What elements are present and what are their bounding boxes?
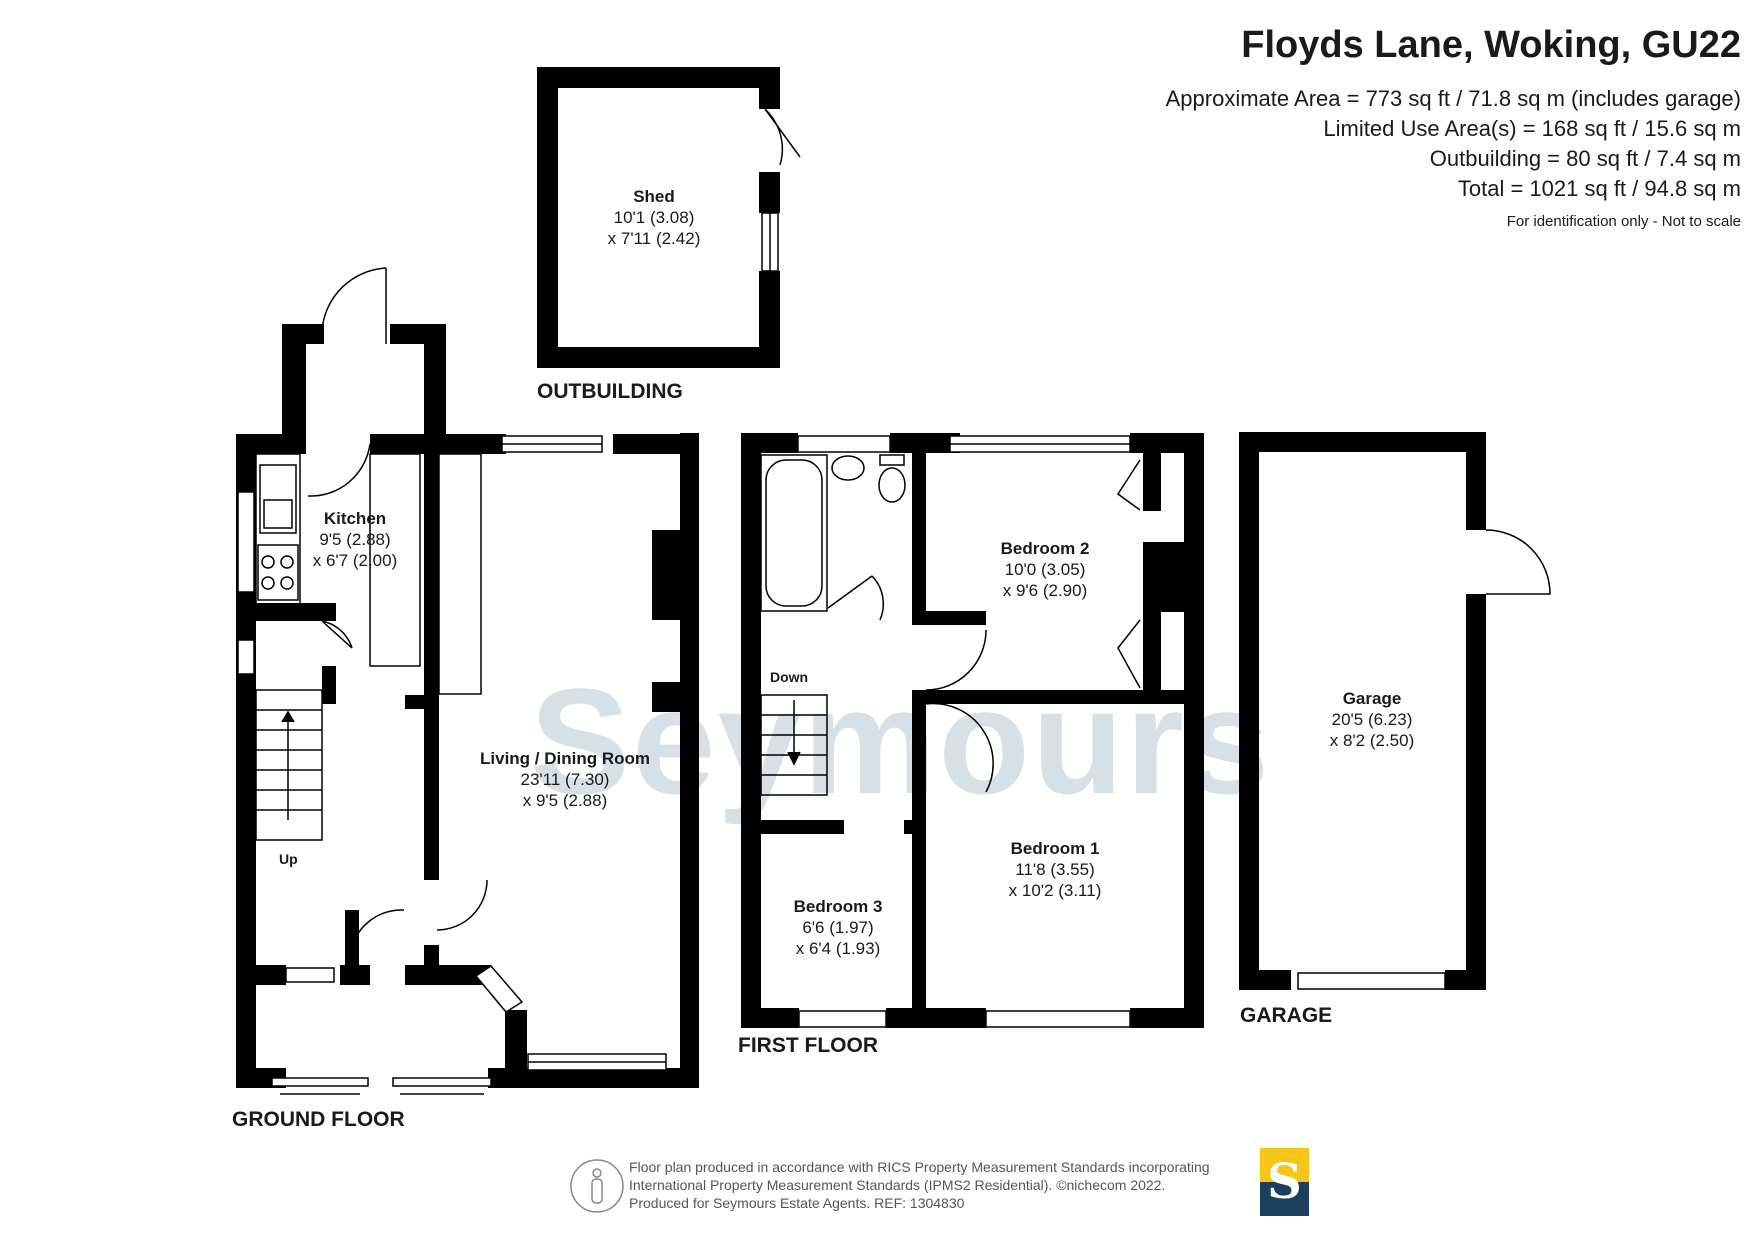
area-outbuilding: Outbuilding = 80 sq ft / 7.4 sq m: [1429, 146, 1741, 171]
room-bedroom-2: Bedroom 2 10'0 (3.05) x 9'6 (2.90): [1001, 538, 1090, 601]
floor-label-first: FIRST FLOOR: [738, 1034, 878, 1057]
floor-label-garage: GARAGE: [1240, 1004, 1333, 1027]
room-dim: 11'8 (3.55): [1015, 860, 1095, 879]
floor-label-outbuilding: OUTBUILDING: [537, 380, 683, 403]
room-dim: 6'6 (1.97): [802, 918, 874, 937]
logo-letter: S: [1267, 1154, 1302, 1210]
stairs-down-label: Down: [770, 669, 809, 685]
area-total: Total = 1021 sq ft / 94.8 sq m: [1457, 176, 1741, 201]
fixtures: [237, 108, 1551, 1095]
room-bedroom-3: Bedroom 3 6'6 (1.97) x 6'4 (1.93): [794, 896, 883, 959]
room-dim: x 8'2 (2.50): [1329, 731, 1415, 750]
footer-line: Floor plan produced in accordance with R…: [629, 1159, 1210, 1175]
property-title: Floyds Lane, Woking, GU22: [1241, 24, 1741, 66]
room-dim: 20'5 (6.23): [1331, 710, 1413, 729]
room-dim: x 9'5 (2.88): [522, 791, 608, 810]
footer-line: Produced for Seymours Estate Agents. REF…: [629, 1195, 965, 1211]
scale-note: For identification only - Not to scale: [1506, 213, 1741, 230]
room-name: Bedroom 1: [1010, 839, 1100, 858]
room-dim: 10'0 (3.05): [1004, 560, 1086, 579]
floor-label-ground: GROUND FLOOR: [232, 1108, 405, 1131]
room-dim: 23'11 (7.30): [520, 770, 610, 789]
room-name: Living / Dining Room: [480, 749, 650, 768]
room-dim: x 7'11 (2.42): [607, 229, 701, 248]
room-name: Bedroom 3: [793, 897, 883, 916]
room-bedroom-1: Bedroom 1 11'8 (3.55) x 10'2 (3.11): [1009, 838, 1102, 901]
room-garage: Garage 20'5 (6.23) x 8'2 (2.50): [1330, 688, 1415, 751]
room-dim: x 6'7 (2.00): [312, 551, 398, 570]
room-kitchen: Kitchen 9'5 (2.88) x 6'7 (2.00): [313, 508, 398, 571]
room-dim: x 10'2 (3.11): [1008, 881, 1102, 900]
walls: [236, 67, 1486, 1088]
person-scale-icon: [570, 1159, 624, 1213]
room-name: Garage: [1342, 689, 1402, 708]
stairs-up-label: Up: [279, 851, 298, 867]
room-dim: x 6'4 (1.93): [795, 939, 881, 958]
room-name: Bedroom 2: [1000, 539, 1090, 558]
area-limited-use: Limited Use Area(s) = 168 sq ft / 15.6 s…: [1323, 116, 1741, 141]
room-dim: 9'5 (2.88): [319, 530, 391, 549]
footer-line: International Property Measurement Stand…: [629, 1177, 1166, 1193]
footer-disclaimer: Floor plan produced in accordance with R…: [629, 1158, 1210, 1212]
area-approximate: Approximate Area = 773 sq ft / 71.8 sq m…: [1165, 86, 1741, 111]
room-living-dining: Living / Dining Room 23'11 (7.30) x 9'5 …: [480, 748, 650, 811]
seymours-logo: S: [1260, 1148, 1309, 1216]
room-name: Shed: [633, 187, 675, 206]
room-dim: 10'1 (3.08): [613, 208, 695, 227]
room-name: Kitchen: [323, 509, 387, 528]
room-shed: Shed 10'1 (3.08) x 7'11 (2.42): [608, 186, 701, 249]
room-dim: x 9'6 (2.90): [1002, 581, 1088, 600]
